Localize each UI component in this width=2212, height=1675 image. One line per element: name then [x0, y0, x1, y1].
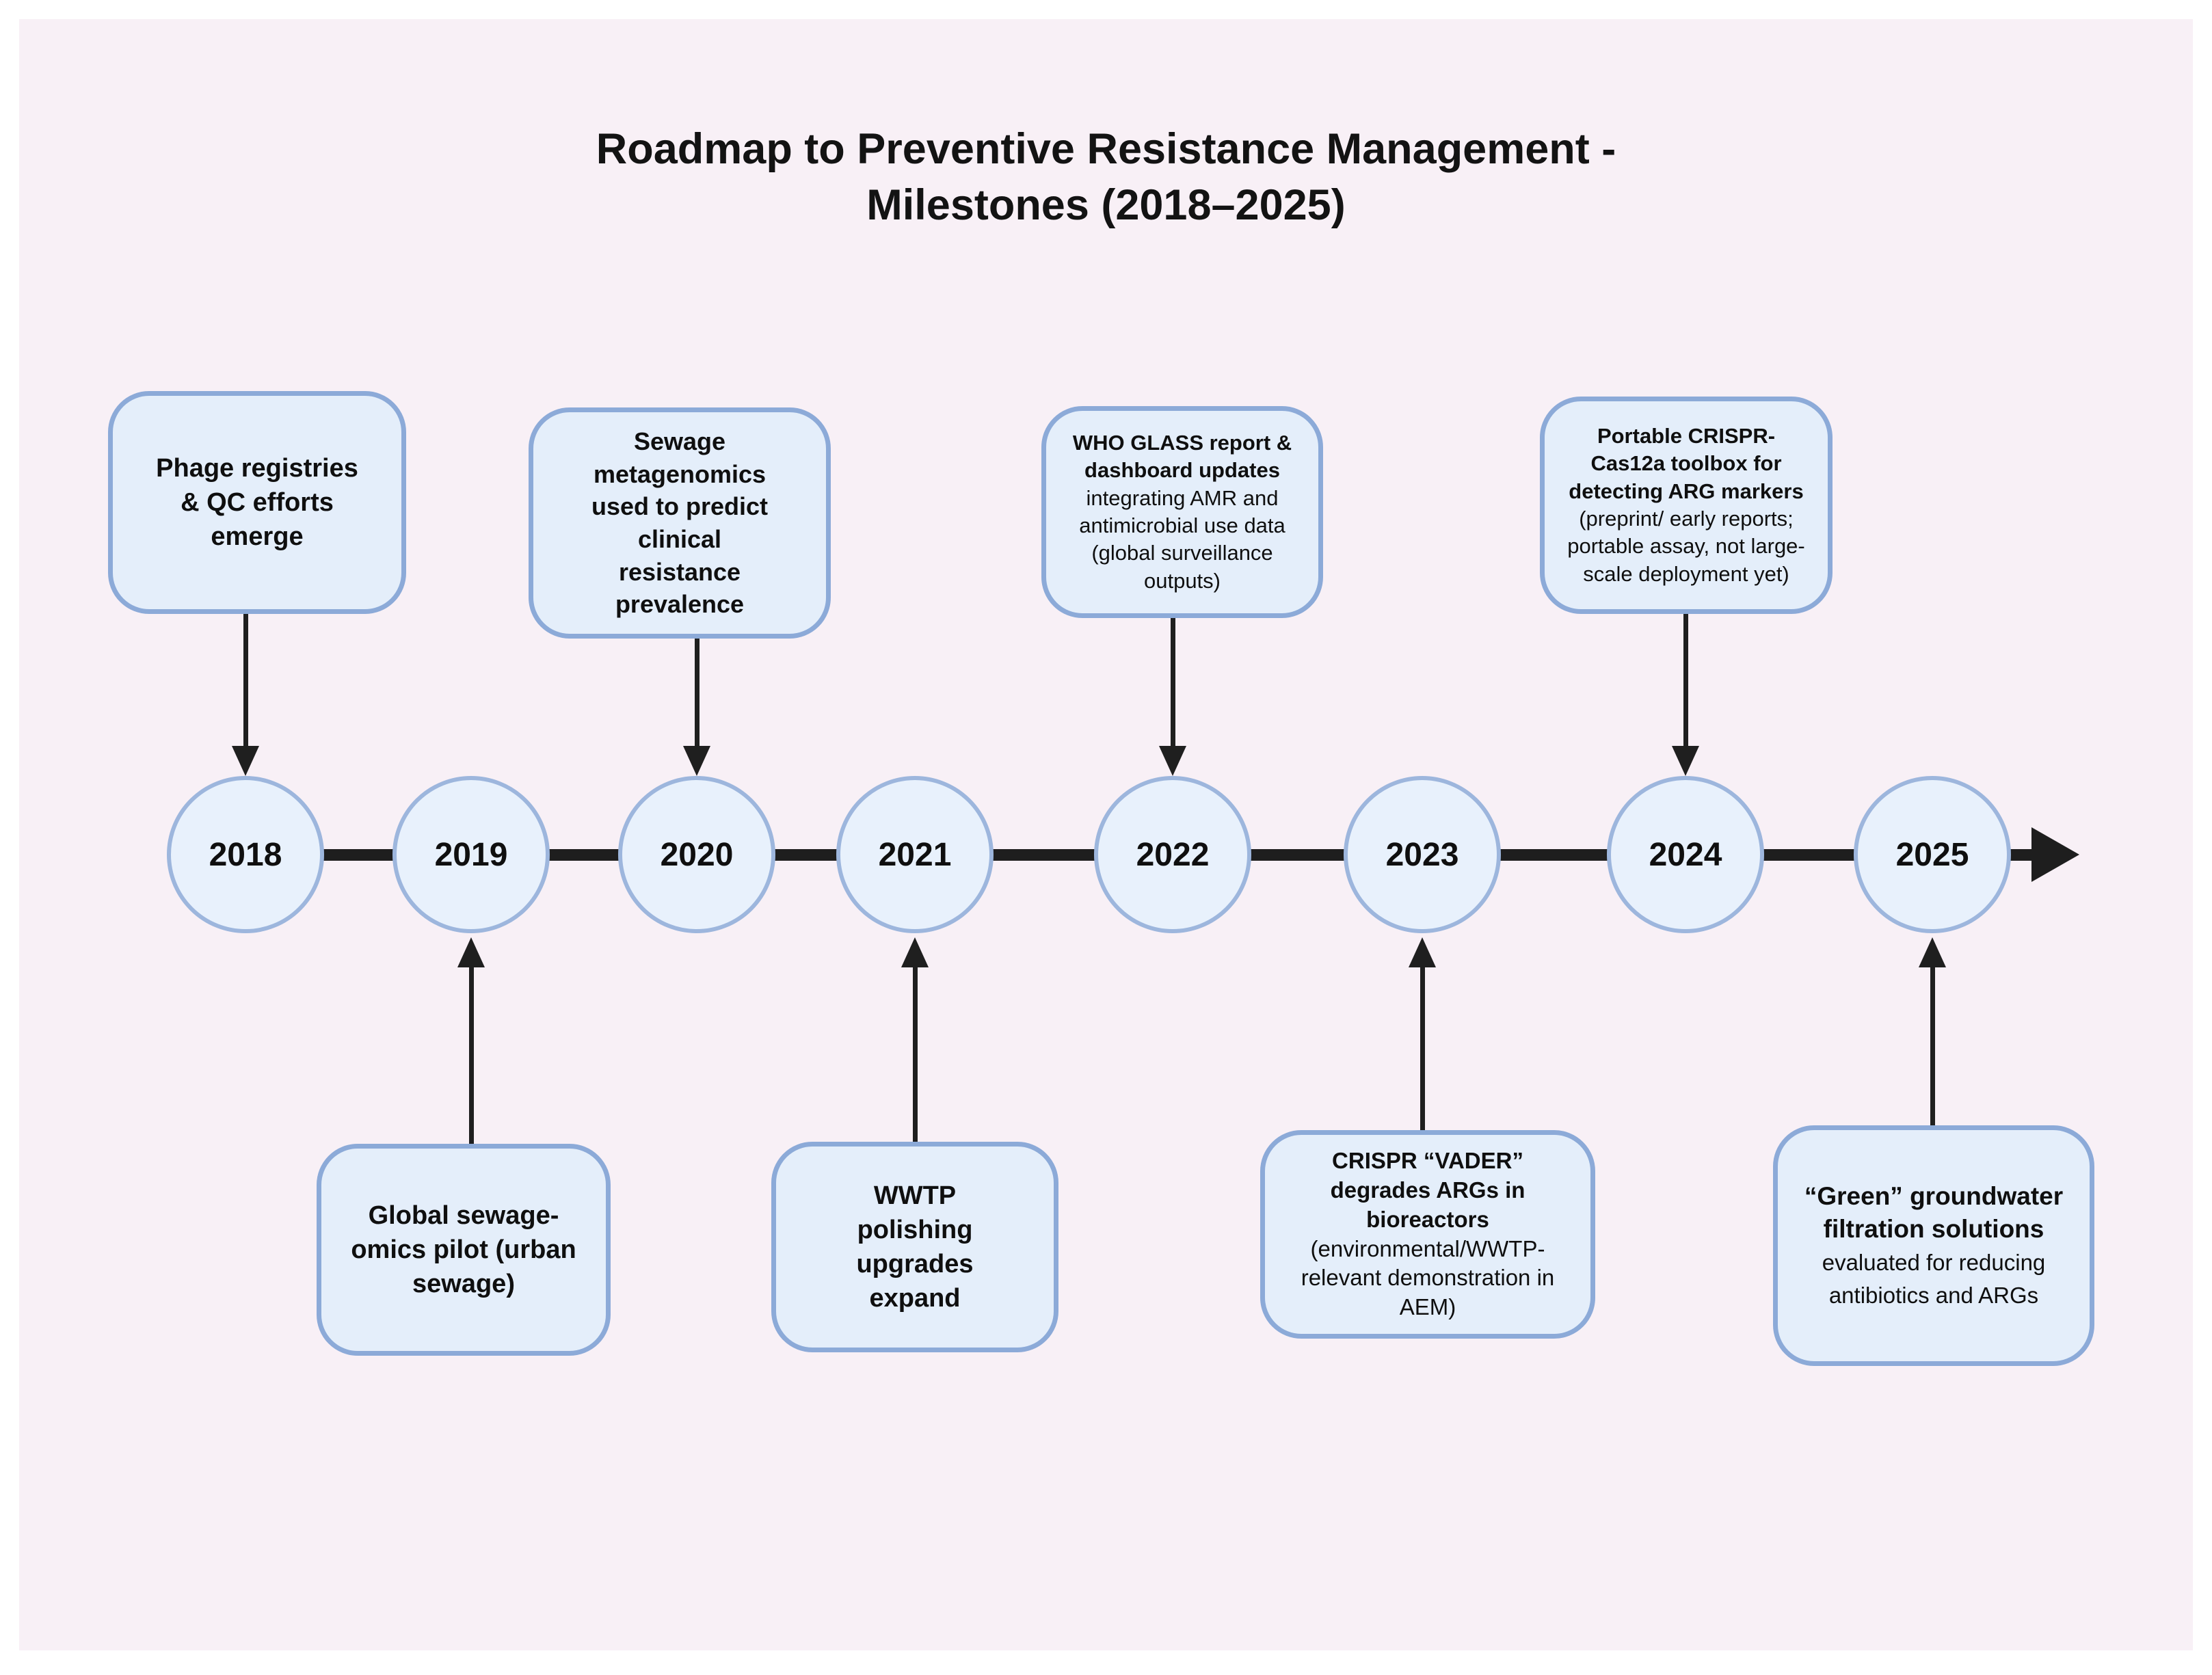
connector-arrowhead-icon-2020	[683, 746, 710, 776]
milestone-box-2023: CRISPR “VADER” degrades ARGs in bioreact…	[1260, 1130, 1595, 1339]
timeline-year-label: 2024	[1649, 836, 1722, 873]
milestone-regular-text: integrating AMR and antimicrobial use da…	[1079, 485, 1285, 593]
milestone-bold-text: “Green” groundwater filtration solutions	[1804, 1181, 2064, 1243]
milestone-text: CRISPR “VADER” degrades ARGs in bioreact…	[1280, 1147, 1575, 1322]
milestone-bold-text: WWTP polishing upgrades expand	[856, 1181, 974, 1313]
milestone-text: Phage registries & QC efforts emerge	[147, 451, 367, 554]
connector-line-2022	[1171, 618, 1175, 746]
milestone-regular-text: (preprint/ early reports; portable assay…	[1567, 507, 1805, 586]
diagram-canvas: Roadmap to Preventive Resistance Managem…	[19, 19, 2193, 1650]
connector-line-2025	[1930, 967, 1935, 1125]
timeline-node-2018: 2018	[167, 776, 324, 933]
connector-line-2020	[695, 639, 699, 746]
timeline-node-2020: 2020	[618, 776, 775, 933]
milestone-box-2018: Phage registries & QC efforts emerge	[108, 391, 406, 614]
milestone-box-2024: Portable CRISPR-Cas12a toolbox for detec…	[1540, 397, 1833, 614]
connector-arrowhead-icon-2023	[1409, 937, 1436, 967]
timeline-year-label: 2018	[209, 836, 282, 873]
connector-line-2021	[913, 967, 918, 1142]
milestone-bold-text: Portable CRISPR-Cas12a toolbox for detec…	[1569, 424, 1804, 503]
connector-line-2024	[1683, 614, 1688, 746]
timeline-node-2021: 2021	[836, 776, 994, 933]
timeline-year-label: 2023	[1385, 836, 1459, 873]
milestone-bold-text: WHO GLASS report & dashboard updates	[1072, 431, 1292, 483]
milestone-text: Sewage metagenomics used to predict clin…	[576, 425, 784, 620]
timeline-year-label: 2021	[878, 836, 952, 873]
connector-line-2019	[469, 967, 474, 1144]
milestone-text: Global sewage-omics pilot (urban sewage)	[349, 1198, 578, 1301]
milestone-box-2022: WHO GLASS report & dashboard updates int…	[1041, 406, 1323, 618]
connector-line-2023	[1420, 967, 1425, 1130]
milestone-bold-text: Sewage metagenomics used to predict clin…	[591, 427, 769, 619]
connector-arrowhead-icon-2025	[1919, 937, 1946, 967]
connector-arrowhead-icon-2018	[232, 746, 259, 776]
connector-arrowhead-icon-2022	[1159, 746, 1186, 776]
milestone-text: “Green” groundwater filtration solutions…	[1796, 1180, 2072, 1311]
milestone-regular-text: evaluated for reducing antibiotics and A…	[1822, 1250, 2046, 1309]
timeline-node-2023: 2023	[1344, 776, 1501, 933]
connector-arrowhead-icon-2021	[901, 937, 929, 967]
timeline-arrowhead-icon	[2031, 827, 2079, 882]
milestone-box-2019: Global sewage-omics pilot (urban sewage)	[317, 1144, 611, 1356]
connector-arrowhead-icon-2019	[457, 937, 485, 967]
milestone-text: WWTP polishing upgrades expand	[831, 1179, 999, 1316]
milestone-text: Portable CRISPR-Cas12a toolbox for detec…	[1562, 423, 1810, 588]
diagram-title-line1: Roadmap to Preventive Resistance Managem…	[596, 125, 1616, 173]
timeline-year-label: 2025	[1895, 836, 1969, 873]
timeline-year-label: 2022	[1136, 836, 1210, 873]
milestone-bold-text: CRISPR “VADER” degrades ARGs in bioreact…	[1330, 1147, 1525, 1232]
timeline-node-2025: 2025	[1854, 776, 2011, 933]
connector-arrowhead-icon-2024	[1672, 746, 1699, 776]
diagram-title-line2: Milestones (2018–2025)	[866, 180, 1346, 229]
diagram-title: Roadmap to Preventive Resistance Managem…	[19, 122, 2193, 234]
milestone-box-2020: Sewage metagenomics used to predict clin…	[529, 407, 831, 639]
milestone-text: WHO GLASS report & dashboard updates int…	[1063, 429, 1302, 595]
milestone-bold-text: Global sewage-omics pilot (urban sewage)	[351, 1201, 576, 1299]
connector-line-2018	[243, 614, 248, 746]
timeline-node-2019: 2019	[392, 776, 550, 933]
milestone-box-2021: WWTP polishing upgrades expand	[771, 1142, 1058, 1352]
timeline-node-2022: 2022	[1094, 776, 1251, 933]
timeline-year-label: 2020	[660, 836, 734, 873]
milestone-bold-text: Phage registries & QC efforts emerge	[156, 453, 358, 552]
milestone-regular-text: (environmental/WWTP-relevant demonstrati…	[1301, 1235, 1555, 1320]
milestone-box-2025: “Green” groundwater filtration solutions…	[1773, 1125, 2094, 1366]
timeline-node-2024: 2024	[1607, 776, 1764, 933]
timeline-year-label: 2019	[434, 836, 508, 873]
